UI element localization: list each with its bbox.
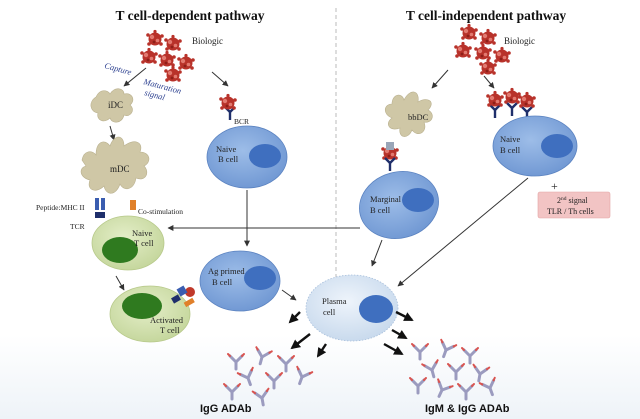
mhc-receptor-2: [101, 198, 105, 210]
biologic-label-right: Biologic: [504, 36, 535, 46]
synapse-mhc: [176, 285, 188, 297]
igg-antibodies: [222, 345, 314, 408]
header-t-independent: T cell-independent pathway: [406, 8, 567, 23]
mature-dendritic-cell: [80, 136, 150, 194]
idc-to-mdc-arrow: [109, 125, 116, 141]
igg-adab-label: IgG ADAb: [200, 403, 252, 415]
bcr-right-1: [488, 103, 502, 120]
biologic-bound-right-3: [518, 91, 536, 108]
plasma-cell-nucleus: [359, 295, 393, 323]
marginal-to-plasma-arrow: [371, 239, 383, 267]
naive-b-cell-right-nucleus: [541, 134, 573, 158]
naive-b-right-to-plasma-arrow: [397, 177, 529, 287]
naive-t-cell-nucleus: [102, 237, 138, 263]
synapse-costim: [183, 297, 195, 308]
bcr-bound-biologic: [219, 93, 237, 110]
biologic-cluster-left: [140, 29, 195, 82]
mhc-receptor: [95, 198, 99, 210]
marginal-label-2: B cell: [370, 205, 391, 215]
naive-b-cell-right: [492, 115, 578, 177]
biologic-cluster-right: [454, 23, 511, 75]
marginal-b-cell-nucleus: [402, 188, 434, 212]
bcr-label: BCR: [234, 117, 249, 126]
bcr-right-2: [505, 101, 519, 118]
naive-t-label-1: Naive: [132, 228, 153, 238]
costim-receptor: [130, 200, 136, 210]
second-signal-line-1: 2nd signal: [557, 196, 588, 205]
immature-dendritic-cell: [90, 88, 134, 123]
biologic-to-bbdc-arrow: [431, 69, 449, 89]
plasma-cell: [305, 274, 399, 342]
naive-to-activated-t-arrow: [115, 275, 125, 291]
activated-t-label-1: Activated: [150, 315, 184, 325]
marginal-bcr: [383, 156, 397, 173]
biologic-bound-right-2: [503, 87, 521, 104]
bbdc-cell: [384, 91, 433, 137]
activated-t-label-2: T cell: [160, 325, 180, 335]
capture-caption: Capture: [103, 60, 132, 77]
idc-label: iDC: [108, 100, 123, 110]
naive-t-label-2: T cell: [134, 238, 154, 248]
header-t-dependent: T cell-dependent pathway: [115, 8, 264, 23]
plus-sign: +: [551, 179, 558, 193]
costim-label: Co-stimulation: [138, 207, 183, 216]
ag-primed-label-1: Ag primed: [208, 266, 245, 276]
bbdc-receptor: [386, 142, 394, 150]
mdc-label: mDC: [110, 164, 130, 174]
bbdc-label: bbDC: [408, 112, 429, 122]
igm-igg-antibodies: [408, 338, 502, 402]
biologic-to-naive-b-right-arrow: [483, 75, 495, 89]
biologic-label-left: Biologic: [192, 36, 223, 46]
naive-b-cell-left-nucleus: [249, 144, 281, 168]
biologic-bound-right-1: [486, 90, 504, 107]
ag-primed-label-2: B cell: [212, 277, 233, 287]
synapse-tcr: [171, 294, 181, 304]
naive-b-left-label-2: B cell: [218, 154, 239, 164]
activated-t-cell-nucleus: [122, 293, 162, 319]
second-signal-line-2: TLR / Th cells: [547, 207, 594, 216]
tcr-label: TCR: [70, 222, 85, 231]
igm-igg-adab-label: IgM & IgG ADAb: [425, 403, 510, 415]
marginal-label-1: Marginal: [370, 194, 402, 204]
capture-arrow: [123, 67, 147, 87]
second-signal-box: [537, 191, 611, 219]
biologic-to-bcell-arrow: [211, 71, 229, 87]
tcr-receptor: [95, 212, 105, 218]
naive-b-cell-left: [206, 125, 288, 189]
naive-b-right-label-2: B cell: [500, 145, 521, 155]
plasma-label-2: cell: [323, 307, 336, 317]
peptide-mhc-label: Peptide:MHC II: [36, 203, 85, 212]
primed-to-plasma-arrow: [281, 289, 297, 301]
secretion-arrows: [288, 310, 414, 358]
ag-primed-b-cell-nucleus: [244, 266, 276, 290]
naive-b-left-label-1: Naive: [216, 144, 237, 154]
plasma-label-1: Plasma: [322, 296, 347, 306]
naive-b-right-label-1: Naive: [500, 134, 521, 144]
synapse-antigen: [185, 287, 195, 297]
